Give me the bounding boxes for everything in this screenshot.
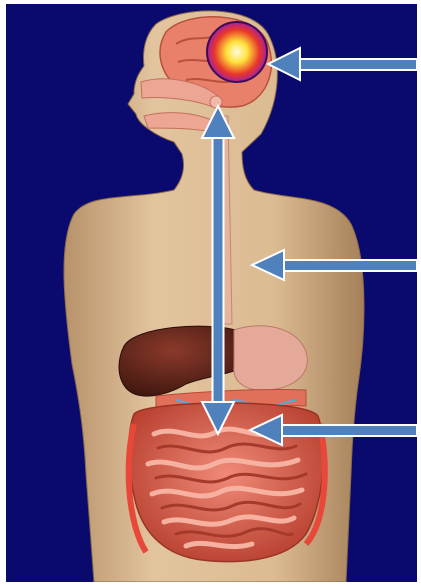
illustration-frame bbox=[6, 4, 417, 582]
brain-pointer-shaft bbox=[296, 59, 417, 70]
digestive-system-illustration bbox=[6, 4, 417, 582]
brain-glow bbox=[207, 22, 267, 82]
intestine-pointer-shaft bbox=[278, 425, 417, 436]
torso-pointer-shaft bbox=[280, 260, 417, 271]
pituitary-dot bbox=[210, 96, 222, 108]
